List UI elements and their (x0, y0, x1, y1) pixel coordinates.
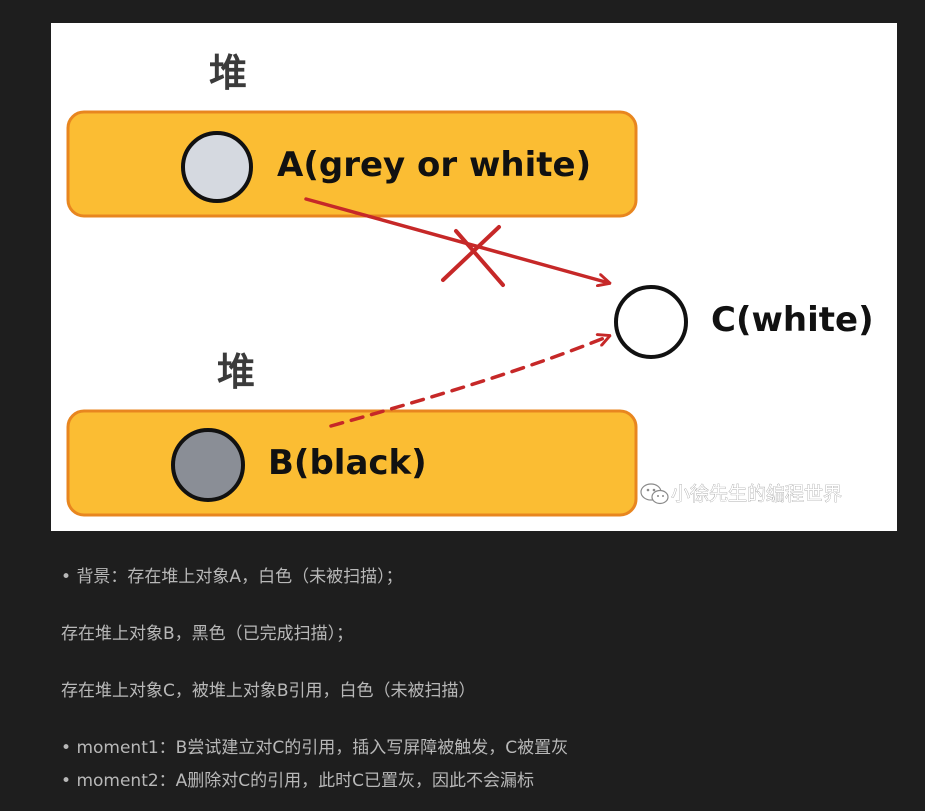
note-moment2: moment2：A删除对C的引用，此时C已置灰，因此不会漏标 (61, 769, 534, 793)
node-a-circle (181, 131, 253, 203)
cross-mark (441, 225, 505, 287)
wechat-icon (640, 483, 669, 505)
diagram-figure: 堆 A(grey or white) C(white) 堆 B(black) (51, 23, 897, 531)
watermark: 小徐先生的编程世界 (640, 483, 842, 505)
diagram-canvas: 堆 A(grey or white) C(white) 堆 B(black) (66, 51, 874, 517)
watermark-text: 小徐先生的编程世界 (671, 483, 842, 505)
arrow-b-to-c-dashed (329, 336, 609, 428)
heap-label-bottom: 堆 (217, 350, 255, 394)
note-background: 背景：存在堆上对象A，白色（未被扫描）； (61, 565, 402, 589)
node-c-circle (614, 285, 688, 359)
node-a-label: A(grey or white) (277, 145, 591, 185)
node-b-label: B(black) (268, 443, 427, 483)
heap-label-top: 堆 (209, 51, 247, 95)
note-object-b: 存在堆上对象B，黑色（已完成扫描）； (61, 624, 354, 644)
note-moment1: moment1：B尝试建立对C的引用，插入写屏障被触发，C被置灰 (61, 736, 568, 760)
node-b-circle (171, 428, 245, 502)
note-object-c: 存在堆上对象C，被堆上对象B引用，白色（未被扫描） (61, 681, 476, 701)
node-c-label: C(white) (711, 300, 874, 340)
